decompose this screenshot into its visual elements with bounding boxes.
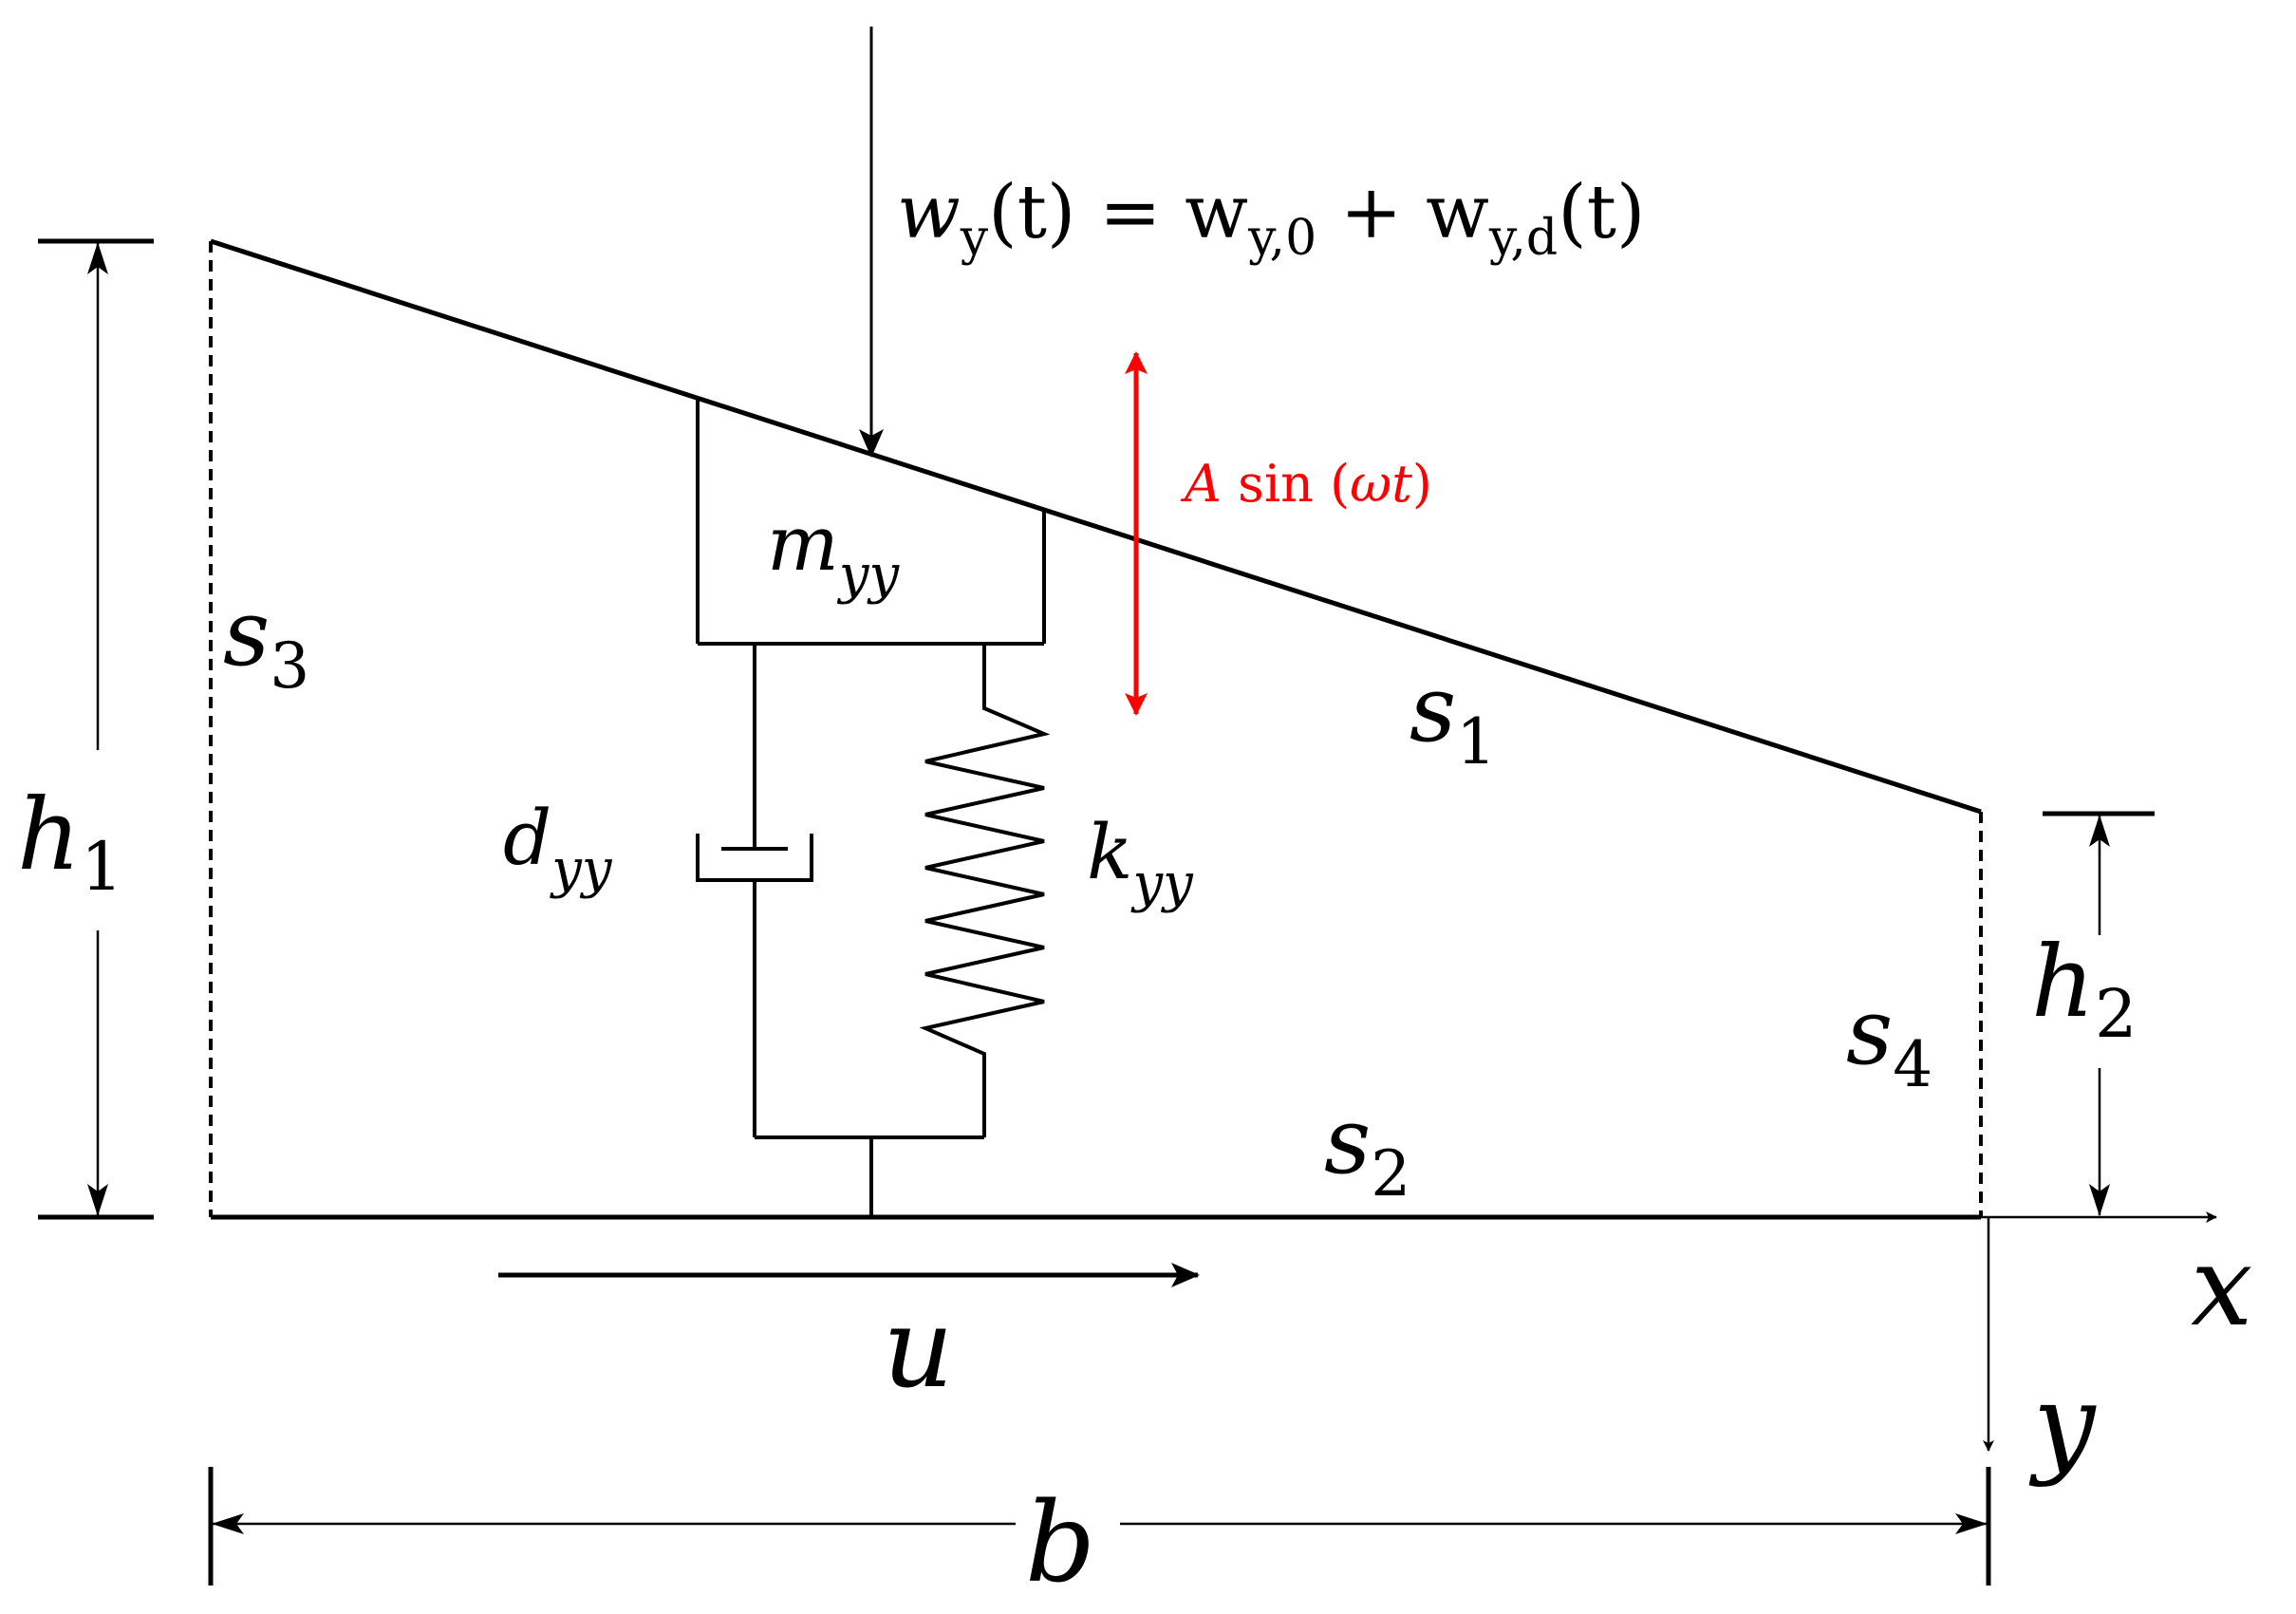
- s1-label: s1: [1409, 656, 1496, 779]
- s3-label: s3: [223, 580, 309, 703]
- b-dimension: [208, 1467, 1991, 1586]
- h2-dimension: [2043, 811, 2155, 1216]
- edge-s1-top: [210, 238, 1982, 815]
- domain-outline: [209, 238, 1983, 1220]
- s4-label: s4: [1846, 979, 1932, 1101]
- damper: [696, 644, 813, 1137]
- b-label: b: [1025, 1479, 1095, 1607]
- damper-label: dyy: [503, 794, 613, 900]
- spring-label: kyy: [1087, 808, 1194, 914]
- s2-label: s2: [1324, 1088, 1410, 1210]
- excitation-label: A sin (ωt): [1180, 454, 1432, 514]
- mass-label: myy: [767, 499, 900, 606]
- base-connector: [755, 1135, 984, 1217]
- x-axis-label: x: [2191, 1223, 2252, 1351]
- h1-label: h1: [17, 777, 123, 906]
- force-label: wy(t) = wy,0 + wy,d(t): [897, 170, 1645, 267]
- axes: [1981, 1211, 2217, 1452]
- h2-label: h2: [2031, 924, 2137, 1053]
- u-label: u: [883, 1285, 954, 1413]
- y-axis-label: y: [2028, 1361, 2097, 1489]
- spring: [919, 644, 1051, 1137]
- h1-dimension: [38, 238, 154, 1220]
